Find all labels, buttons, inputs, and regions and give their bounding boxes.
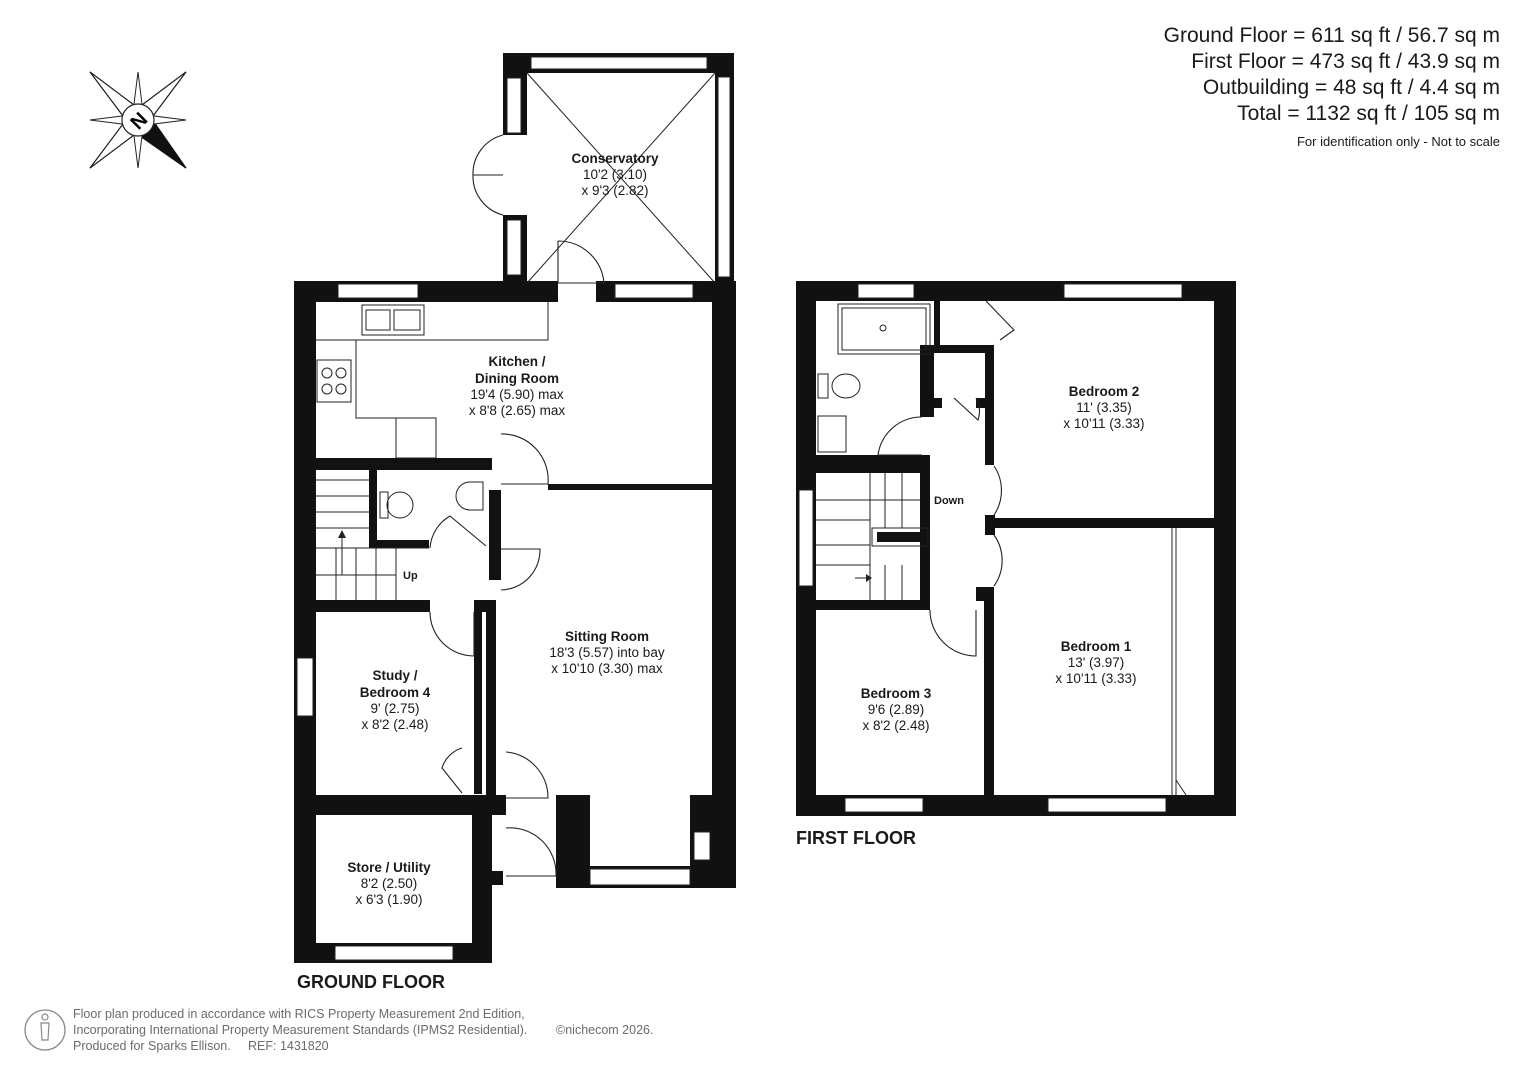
- footer: Floor plan produced in accordance with R…: [24, 1007, 653, 1053]
- kitchen-dim1: 19'4 (5.90) max: [470, 387, 564, 402]
- store-dim1: 8'2 (2.50): [361, 876, 418, 891]
- conservatory-name: Conservatory: [571, 151, 659, 166]
- bedroom2-dim1: 11' (3.35): [1076, 400, 1132, 415]
- bedroom2-dim2: x 10'11 (3.33): [1063, 416, 1144, 431]
- store-name: Store / Utility: [347, 860, 431, 875]
- sitting-room-dim2: x 10'10 (3.30) max: [551, 661, 663, 676]
- ground-floor-area: Ground Floor = 611 sq ft / 56.7 sq m: [1164, 24, 1500, 47]
- first-floor-plan: Down Bedroom 2 11' (3.35) x 10'11 (3.33)…: [796, 281, 1236, 848]
- kitchen-dim2: x 8'8 (2.65) max: [469, 403, 566, 418]
- kitchen-name-1: Kitchen /: [488, 354, 545, 369]
- conservatory-dim1: 10'2 (3.10): [583, 167, 647, 182]
- area-summary: Ground Floor = 611 sq ft / 56.7 sq m Fir…: [1164, 24, 1500, 149]
- ground-floor-title: GROUND FLOOR: [297, 972, 445, 992]
- sitting-room-dim1: 18'3 (5.57) into bay: [549, 645, 664, 660]
- total-area: Total = 1132 sq ft / 105 sq m: [1237, 102, 1500, 125]
- stairs-up-label: Up: [403, 570, 418, 582]
- study-name-2: Bedroom 4: [360, 685, 431, 700]
- ground-floor-plan: Up Conservatory 10'2 (3.10) x 9'3 (2.82)…: [294, 53, 736, 992]
- kitchen-name-2: Dining Room: [475, 371, 559, 386]
- sitting-room-name: Sitting Room: [565, 629, 649, 644]
- bedroom2-name: Bedroom 2: [1069, 384, 1140, 399]
- first-floor-area: First Floor = 473 sq ft / 43.9 sq m: [1191, 50, 1500, 73]
- outbuilding-area: Outbuilding = 48 sq ft / 4.4 sq m: [1203, 76, 1500, 99]
- study-dim2: x 8'2 (2.48): [361, 717, 428, 732]
- bedroom3-dim1: 9'6 (2.89): [868, 702, 925, 717]
- study-name-1: Study /: [372, 668, 417, 683]
- scale-note: For identification only - Not to scale: [1297, 134, 1500, 149]
- first-floor-title: FIRST FLOOR: [796, 828, 916, 848]
- bedroom3-dim2: x 8'2 (2.48): [862, 718, 929, 733]
- bedroom1-dim1: 13' (3.97): [1068, 655, 1125, 670]
- footer-line-2: Incorporating International Property Mea…: [73, 1023, 527, 1037]
- stairs-down-label: Down: [934, 495, 964, 507]
- ground-stairs: Up: [316, 479, 429, 600]
- compass-icon: [89, 71, 187, 169]
- bedroom3-name: Bedroom 3: [861, 686, 932, 701]
- study-dim1: 9' (2.75): [370, 701, 419, 716]
- footer-line-3: Produced for Sparks Ellison.: [73, 1039, 231, 1053]
- footer-line-1: Floor plan produced in accordance with R…: [73, 1007, 525, 1021]
- footer-copyright: ©nichecom 2026.: [556, 1023, 653, 1037]
- person-scale-icon: [24, 1009, 66, 1051]
- conservatory-dim2: x 9'3 (2.82): [581, 183, 648, 198]
- bedroom1-dim2: x 10'11 (3.33): [1055, 671, 1136, 686]
- first-floor-stairs: Down: [816, 473, 964, 600]
- footer-ref: REF: 1431820: [248, 1039, 329, 1053]
- store-dim2: x 6'3 (1.90): [355, 892, 422, 907]
- bedroom1-name: Bedroom 1: [1061, 639, 1132, 654]
